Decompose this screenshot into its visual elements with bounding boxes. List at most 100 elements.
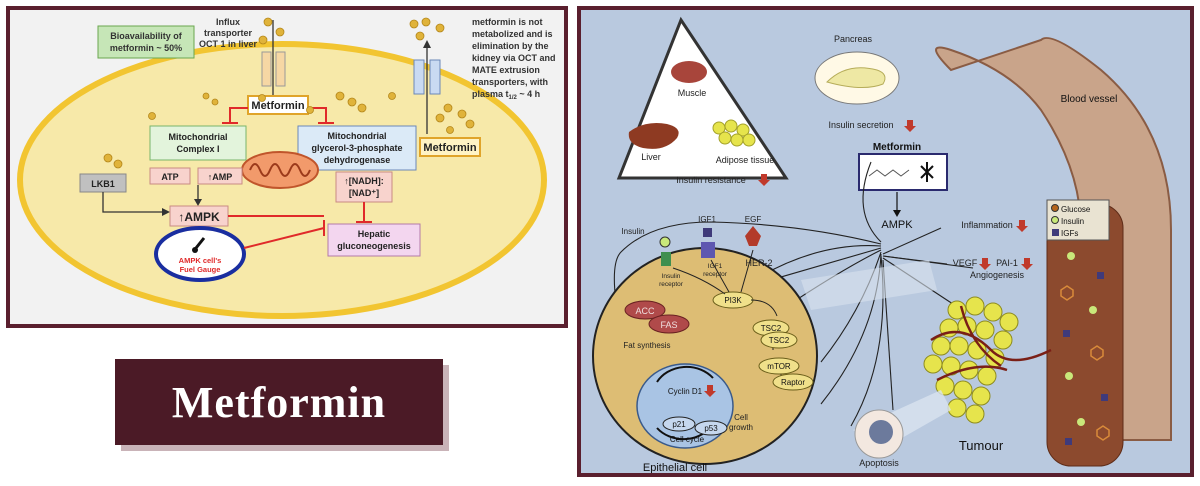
adipose-icon bbox=[712, 119, 756, 147]
pancreas-icon bbox=[826, 67, 886, 88]
muscle-label: Muscle bbox=[678, 88, 707, 98]
lkb1-label: LKB1 bbox=[91, 179, 115, 189]
cancer-mechanism-panel: Muscle Liver Adipose tissue Pancreas Ins… bbox=[577, 6, 1194, 477]
elimination-line3: elimination by the bbox=[472, 41, 549, 51]
elimination-line5: MATE extrusion bbox=[472, 65, 540, 75]
raptor-label: Raptor bbox=[781, 378, 805, 387]
page-title: Metformin bbox=[171, 377, 387, 427]
influx-line1: Influx bbox=[216, 17, 240, 27]
hepatic-mechanism-panel: Bioavailability of metformin ~ 50% Influ… bbox=[6, 6, 568, 328]
insulin-resistance-down-icon bbox=[758, 174, 770, 186]
apoptosis-label: Apoptosis bbox=[859, 458, 899, 468]
apoptosis-nucleus-icon bbox=[869, 420, 893, 444]
insulin-icon bbox=[1051, 216, 1059, 224]
glucose-label: Glucose bbox=[1061, 205, 1091, 214]
influx-line3: OCT 1 in liver bbox=[199, 39, 258, 49]
tsc2-label-b: TSC2 bbox=[769, 336, 790, 345]
igf1-receptor-line2: receptor bbox=[703, 271, 728, 278]
fuel-gauge bbox=[154, 226, 246, 282]
insulin-resistance-label: Insulin resistance bbox=[676, 175, 746, 185]
angiogenesis-label: Angiogenesis bbox=[970, 270, 1025, 280]
gluconeogenesis-box bbox=[327, 223, 421, 257]
p53-label: p53 bbox=[704, 424, 718, 433]
g3p-dehydrogenase-box bbox=[297, 125, 417, 171]
pancreas-label: Pancreas bbox=[834, 34, 873, 44]
g3p-line1: Mitochondrial bbox=[328, 131, 387, 141]
elimination-line1: metformin is not bbox=[472, 17, 543, 27]
igf1-ligand-label: IGF1 bbox=[698, 215, 716, 224]
tumour-label: Tumour bbox=[959, 438, 1004, 453]
mate-transporter-left bbox=[413, 59, 425, 95]
insulin-ligand-label: Insulin bbox=[621, 227, 644, 236]
acc-label: ACC bbox=[635, 306, 655, 316]
liver-icon bbox=[628, 123, 679, 149]
liver-label: Liver bbox=[641, 152, 661, 162]
complex-i-box bbox=[149, 125, 247, 161]
gluconeogenesis-line2: gluconeogenesis bbox=[337, 241, 411, 251]
fuel-gauge-line2: Fuel Gauge bbox=[180, 265, 221, 274]
cell-growth-line2: growth bbox=[729, 423, 753, 432]
mtor-label: mTOR bbox=[767, 362, 791, 371]
atp-label: ATP bbox=[161, 172, 178, 182]
blood-vessel-label: Blood vessel bbox=[1061, 94, 1118, 105]
cell-growth-line1: Cell bbox=[734, 413, 748, 422]
complex-i-line1: Mitochondrial bbox=[169, 132, 228, 142]
inflammation-label: Inflammation bbox=[961, 220, 1013, 230]
glucose-icon bbox=[1051, 204, 1059, 212]
insulin-vessel-label: Insulin bbox=[1061, 217, 1084, 226]
metformin-box-right bbox=[419, 137, 481, 157]
epithelial-label: Epithelial cell bbox=[643, 462, 707, 473]
g3p-line3: dehydrogenase bbox=[324, 155, 391, 165]
inflammation-down-icon bbox=[1016, 220, 1028, 232]
acc-node bbox=[624, 300, 666, 320]
raptor-node bbox=[772, 373, 814, 391]
mitochondrion-icon bbox=[241, 151, 319, 189]
bioavailability-line2: metformin ~ 50% bbox=[110, 43, 182, 53]
her2-label: HER-2 bbox=[745, 258, 772, 268]
vegf-down-icon bbox=[979, 258, 991, 270]
metformin-label-center: Metformin bbox=[251, 100, 304, 112]
amp-label: ↑AMP bbox=[208, 172, 233, 182]
igfs-icon bbox=[1052, 229, 1059, 236]
elimination-line2: metabolized and is bbox=[472, 29, 553, 39]
insulin-secretion-label: Insulin secretion bbox=[828, 120, 893, 130]
cell-cycle-label: Cell cycle bbox=[670, 435, 705, 444]
blood-vessel-lumen bbox=[1046, 203, 1124, 467]
insulin-receptor-line2: receptor bbox=[659, 281, 684, 288]
insulin-secretion-down-icon bbox=[904, 120, 916, 132]
elimination-line4: kidney via OCT and bbox=[472, 53, 556, 63]
fuel-gauge-needle-icon bbox=[194, 237, 206, 249]
tumour-vessels bbox=[930, 305, 1052, 382]
cancer-mechanism-diagram: Muscle Liver Adipose tissue Pancreas Ins… bbox=[592, 16, 1172, 473]
cyclin-label: Cyclin D1 bbox=[668, 387, 703, 396]
nadh-line2: [NAD⁺] bbox=[349, 188, 379, 198]
igf1-receptor-icon bbox=[701, 242, 715, 258]
adipose-label: Adipose tissue bbox=[716, 155, 775, 165]
bioavailability-line1: Bioavailability of bbox=[110, 31, 183, 41]
metformin-structure-icon bbox=[868, 169, 910, 177]
fat-synthesis-label: Fat synthesis bbox=[623, 341, 670, 350]
gauge-inhibit-line bbox=[243, 227, 325, 249]
influx-line2: transporter bbox=[204, 28, 253, 38]
tsc2-node-b bbox=[760, 331, 798, 349]
cell-cycle-arrow-top bbox=[656, 365, 714, 383]
cyclin-down-icon bbox=[704, 385, 716, 397]
vegf-label: VEGF bbox=[953, 258, 978, 268]
pai1-label: PAI-1 bbox=[996, 258, 1018, 268]
vessel-particles bbox=[1060, 252, 1110, 445]
p21-node bbox=[662, 416, 696, 432]
nadh-line1: ↑[NADH]: bbox=[344, 176, 384, 186]
igfs-label: IGFs bbox=[1061, 229, 1078, 238]
ampk-signal-lines bbox=[613, 161, 974, 427]
egf-receptor-icon bbox=[745, 226, 761, 246]
p21-label: p21 bbox=[672, 420, 686, 429]
atp-box bbox=[149, 167, 191, 185]
nadh-box bbox=[335, 171, 393, 203]
complex-i-line2: Complex I bbox=[176, 144, 219, 154]
muscle-icon bbox=[671, 61, 707, 83]
igf1-ligand-icon bbox=[703, 228, 712, 237]
egf-ligand-label: EGF bbox=[745, 215, 762, 224]
oct1-transporter-right bbox=[275, 51, 286, 87]
metformin-molecules bbox=[103, 17, 475, 169]
pi3k-label: PI3K bbox=[724, 296, 742, 305]
